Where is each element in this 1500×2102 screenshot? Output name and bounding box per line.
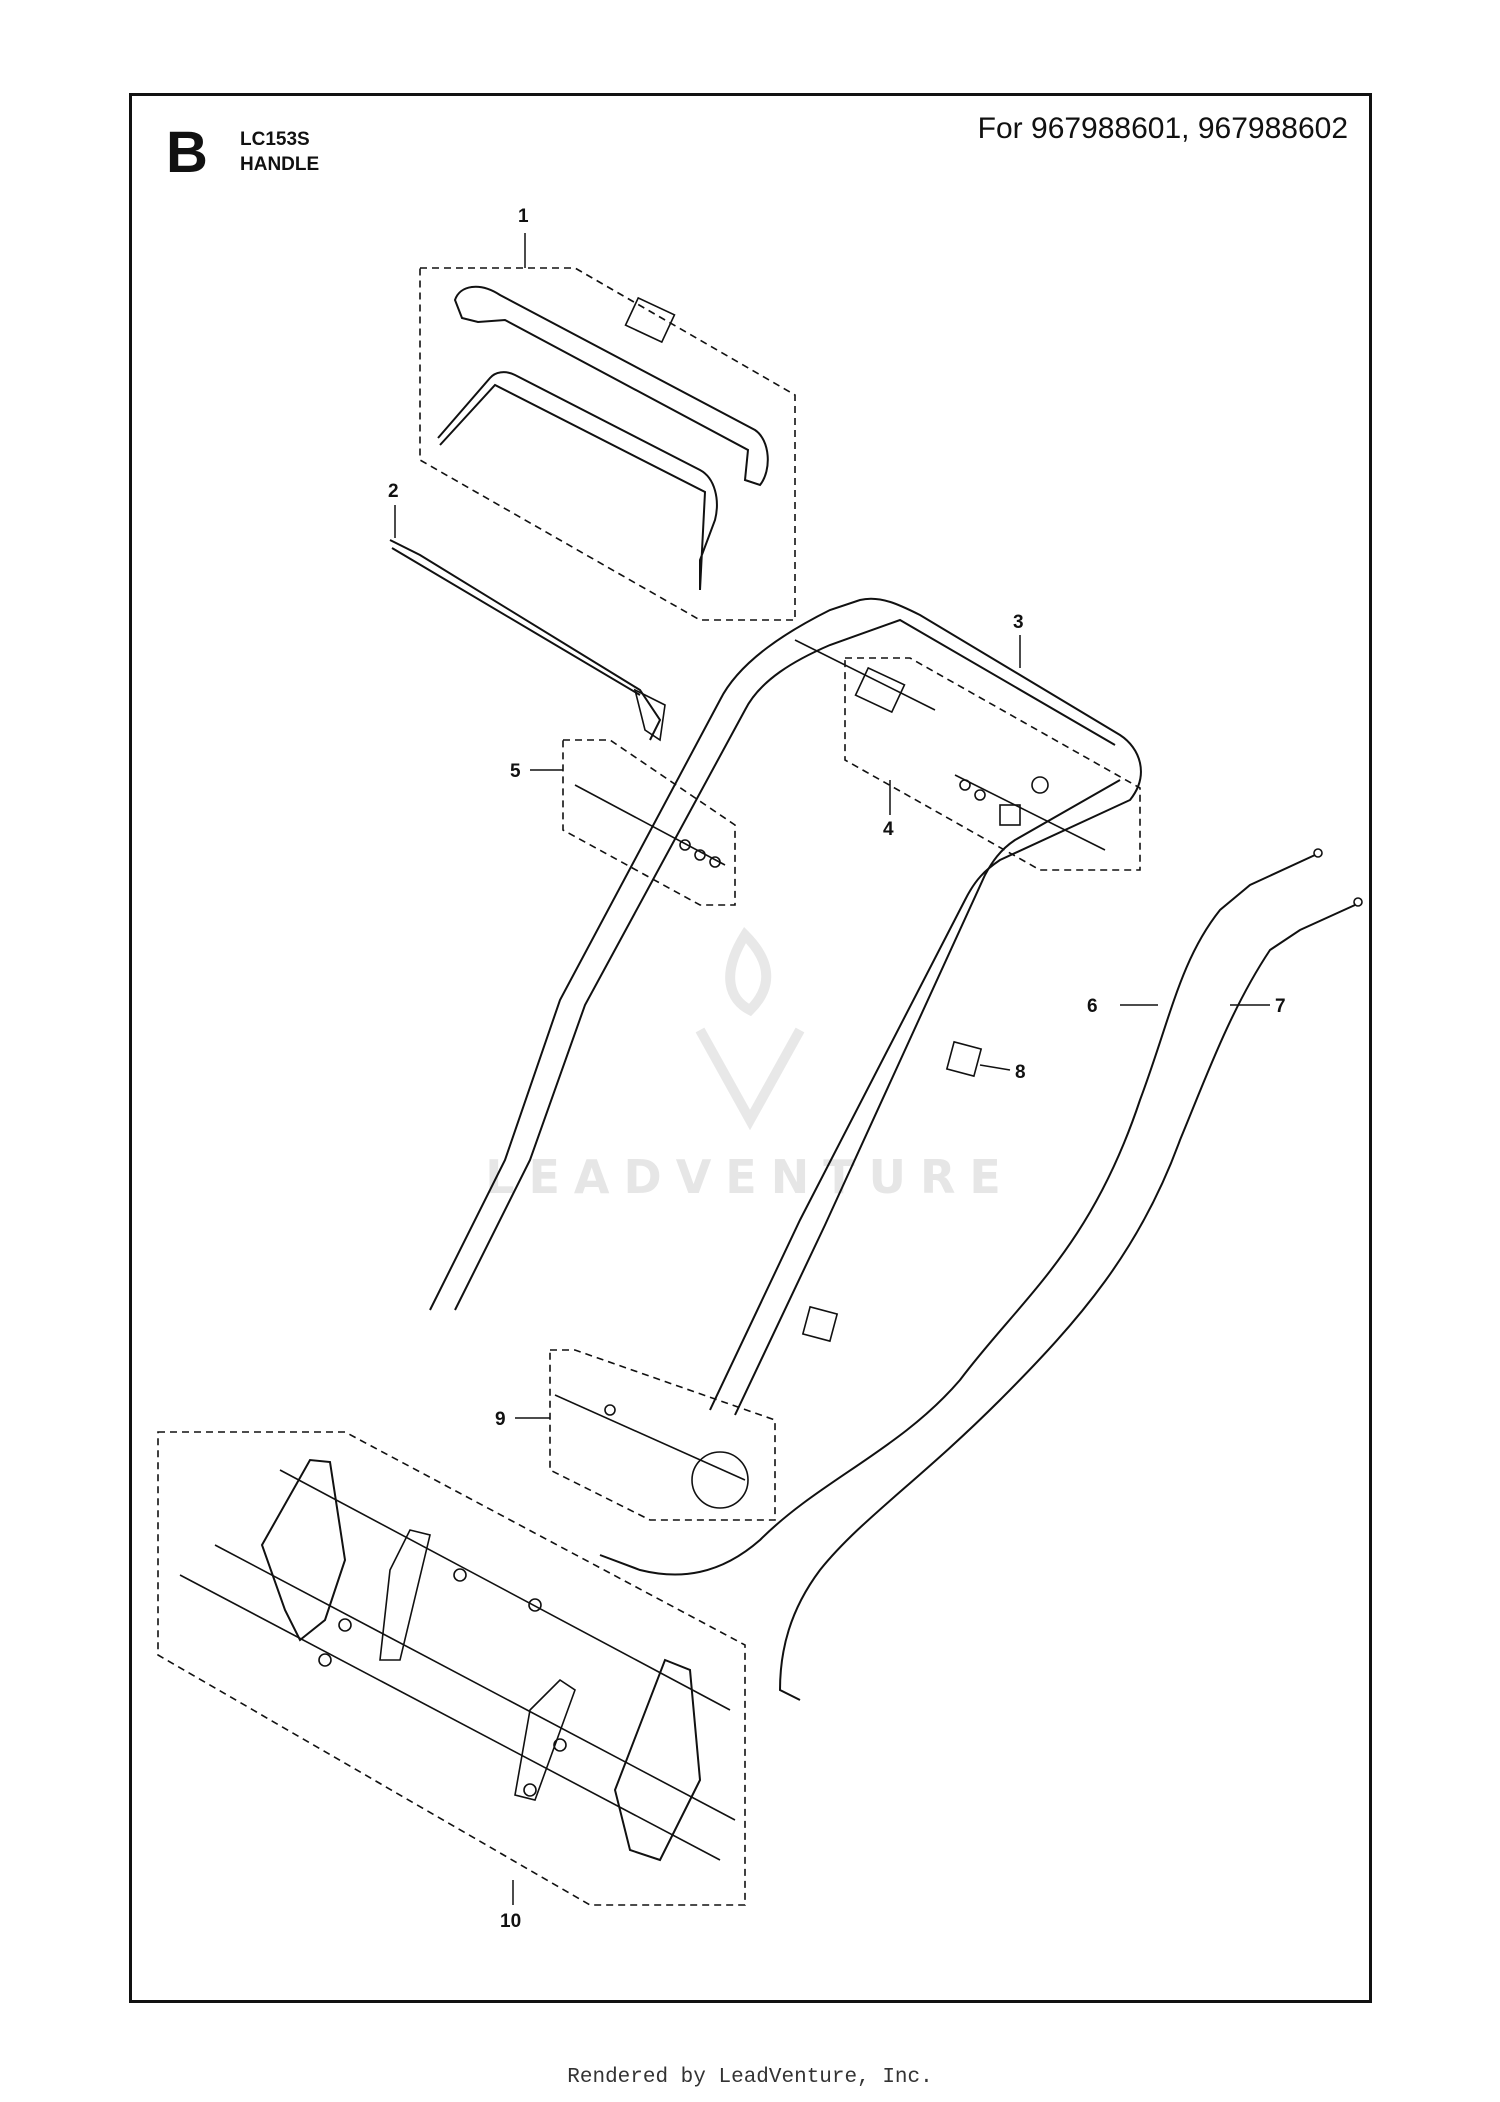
switch-box [624, 296, 676, 344]
callout-5: 5 [510, 761, 521, 782]
model-title: LC153S HANDLE [240, 128, 319, 177]
callout-9: 9 [495, 1409, 506, 1430]
callout-labels: 1 2 3 4 5 6 7 8 9 10 [388, 206, 1286, 1932]
callout-3: 3 [1013, 612, 1024, 633]
kit-box-5 [562, 739, 736, 906]
footer-credit: Rendered by LeadVenture, Inc. [567, 2066, 933, 2089]
clip-8b [801, 1305, 839, 1343]
applies-to-models: For 967988601, 967988602 [977, 112, 1348, 145]
assembly-name: HANDLE [240, 153, 320, 175]
callout-7: 7 [1275, 996, 1286, 1017]
cable-7 [778, 904, 1356, 1701]
upper-handle-grip [453, 285, 769, 487]
model-number: LC153S [240, 129, 310, 150]
callout-4: 4 [883, 819, 894, 840]
callout-6: 6 [1087, 996, 1098, 1017]
bracket-plate [379, 1529, 431, 1661]
bracket-left [260, 1458, 347, 1642]
cable-6 [599, 854, 1316, 1576]
kit-box-4 [844, 657, 1141, 871]
callout-10: 10 [500, 1911, 521, 1932]
kit-box-9 [549, 1349, 776, 1521]
handle-knob [691, 1451, 749, 1509]
watermark-logo [695, 927, 805, 1131]
bracket-4 [854, 666, 906, 714]
callout-1: 1 [518, 206, 529, 227]
main-handle [429, 597, 1142, 1411]
callout-8: 8 [1015, 1062, 1026, 1083]
diagram-frame [129, 93, 1372, 2003]
upper-handle-bar [437, 371, 718, 591]
section-letter: B [166, 120, 208, 185]
kit-box-10 [157, 1431, 746, 1906]
callout-2: 2 [388, 481, 399, 502]
watermark-text: LEADVENTURE [485, 1150, 1015, 1204]
bracket-right [613, 1658, 702, 1862]
link-plate [514, 1678, 576, 1801]
control-rod [389, 539, 662, 741]
clip-8 [945, 1040, 983, 1078]
